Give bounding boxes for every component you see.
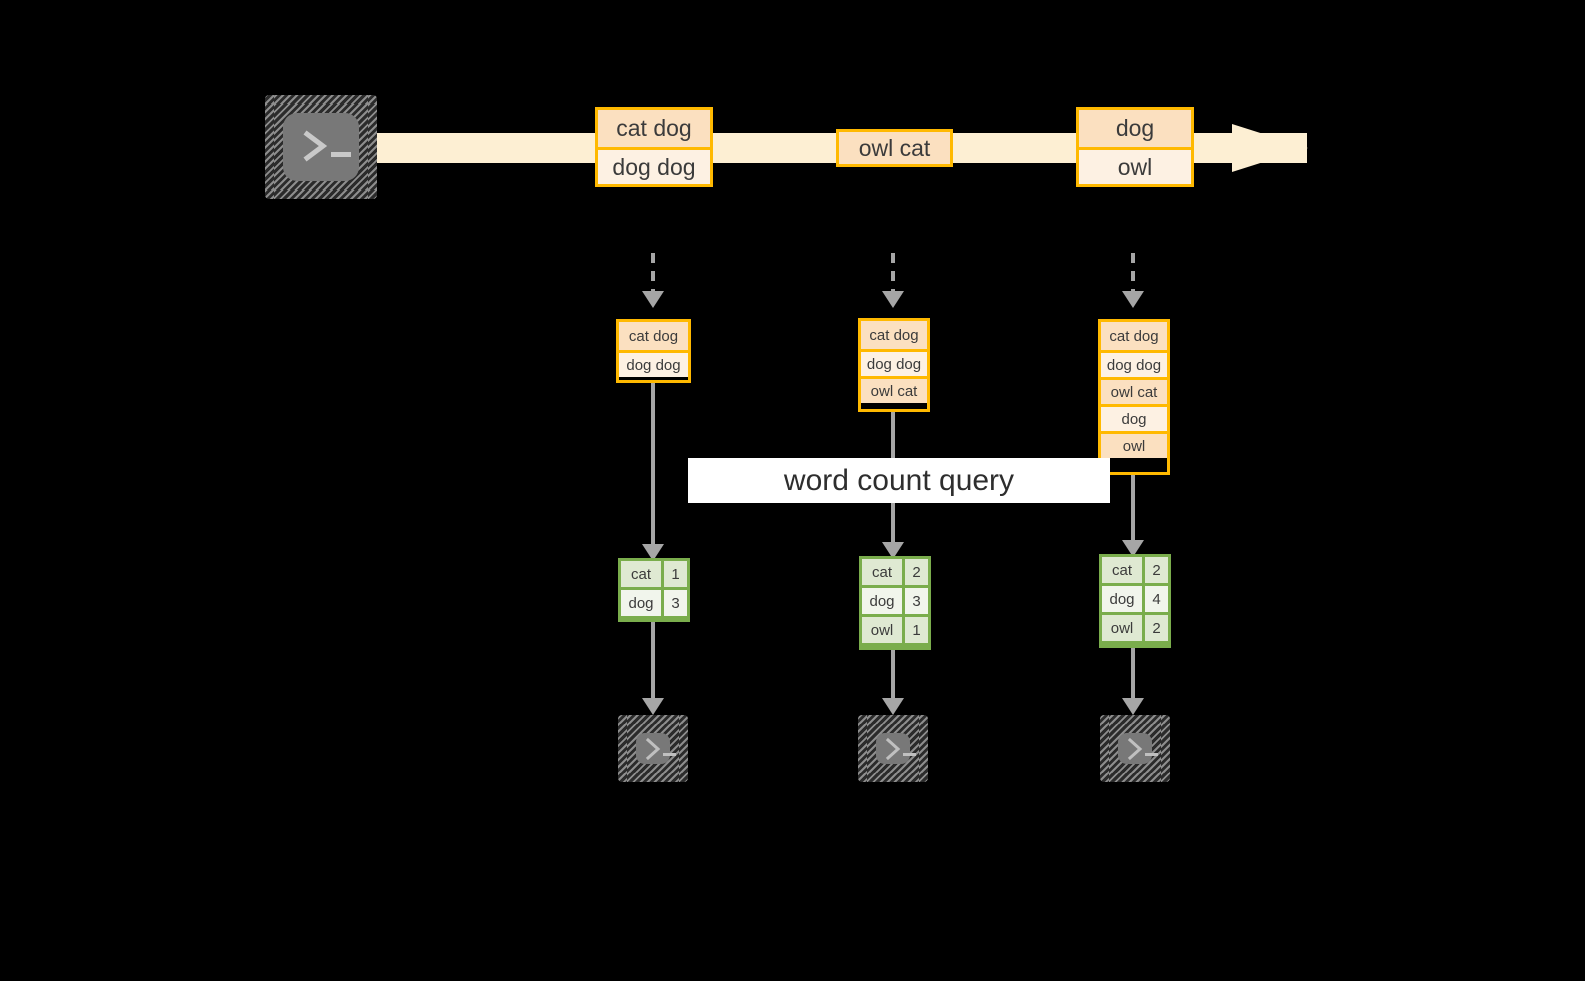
- table-row: owl 2: [1102, 615, 1168, 641]
- input-line: cat dog: [861, 321, 927, 349]
- result-word: dog: [862, 588, 902, 614]
- result-word: cat: [862, 559, 902, 585]
- record-line: dog: [1079, 110, 1191, 147]
- snapshot-1-tap-arrowhead: [642, 291, 664, 308]
- result-word: owl: [1102, 615, 1142, 641]
- result-count: 4: [1145, 586, 1168, 612]
- input-line: owl cat: [1101, 377, 1167, 404]
- result-count: 2: [1145, 615, 1168, 641]
- result-count: 1: [905, 617, 928, 643]
- query-label: word count query: [688, 458, 1110, 503]
- result-count: 2: [905, 559, 928, 585]
- snapshot-2-query-arrowhead: [882, 542, 904, 559]
- terminal-prompt-glyph: [644, 736, 684, 762]
- result-word: cat: [621, 561, 661, 587]
- snapshot-1-tap-line: [651, 253, 655, 291]
- input-line: dog: [1101, 404, 1167, 431]
- snapshot-2-input-table: cat dog dog dog owl cat: [858, 318, 930, 412]
- result-word: dog: [621, 590, 661, 616]
- input-line: dog dog: [861, 349, 927, 376]
- snapshot-2-sink-line: [891, 650, 895, 706]
- snapshot-2-tap-line: [891, 253, 895, 291]
- table-row: owl 1: [862, 617, 928, 643]
- snapshot-2-sink-arrowhead: [882, 698, 904, 715]
- record-line: owl cat: [839, 132, 950, 164]
- source-terminal-icon: [265, 95, 377, 199]
- stream-record-2: owl cat: [836, 129, 953, 167]
- snapshot-3-tap-line: [1131, 253, 1135, 291]
- snapshot-1-sink-arrowhead: [642, 698, 664, 715]
- result-word: owl: [862, 617, 902, 643]
- snapshot-2-result-table: cat 2 dog 3 owl 1: [859, 556, 931, 650]
- snapshot-3-sink-arrowhead: [1122, 698, 1144, 715]
- input-line: dog dog: [1101, 350, 1167, 377]
- table-row: dog 4: [1102, 586, 1168, 612]
- snapshot-3-tap-arrowhead: [1122, 291, 1144, 308]
- snapshot-3-input-table: cat dog dog dog owl cat dog owl: [1098, 319, 1170, 475]
- snapshot-1-sink-terminal-icon: [618, 715, 688, 782]
- stream-record-3: dog owl: [1076, 107, 1194, 187]
- result-count: 3: [664, 590, 687, 616]
- snapshot-1-input-table: cat dog dog dog: [616, 319, 691, 383]
- snapshot-3-sink-terminal-icon: [1100, 715, 1170, 782]
- table-row: cat 2: [862, 559, 928, 585]
- result-count: 2: [1145, 557, 1168, 583]
- snapshot-1-query-arrowhead: [642, 544, 664, 561]
- result-word: dog: [1102, 586, 1142, 612]
- input-line: owl cat: [861, 376, 927, 403]
- snapshot-3-query-arrowhead: [1122, 540, 1144, 557]
- record-line: owl: [1079, 147, 1191, 184]
- stream-record-1: cat dog dog dog: [595, 107, 713, 187]
- snapshot-2-sink-terminal-icon: [858, 715, 928, 782]
- snapshot-2-tap-arrowhead: [882, 291, 904, 308]
- snapshot-1-query-line: [651, 383, 655, 553]
- table-row: dog 3: [862, 588, 928, 614]
- result-count: 1: [664, 561, 687, 587]
- table-row: cat 1: [621, 561, 687, 587]
- input-line: cat dog: [1101, 322, 1167, 350]
- terminal-prompt-glyph: [884, 736, 924, 762]
- query-label-text: word count query: [783, 463, 1015, 497]
- snapshot-3-sink-line: [1131, 648, 1135, 706]
- record-line: dog dog: [598, 147, 710, 184]
- result-word: cat: [1102, 557, 1142, 583]
- table-row: cat 2: [1102, 557, 1168, 583]
- snapshot-3-result-table: cat 2 dog 4 owl 2: [1099, 554, 1171, 648]
- table-row: dog 3: [621, 590, 687, 616]
- record-line: cat dog: [598, 110, 710, 147]
- stream-arrowhead: [1232, 124, 1308, 172]
- input-line: dog dog: [619, 350, 688, 377]
- snapshot-3-query-line: [1131, 475, 1135, 552]
- input-line: cat dog: [619, 322, 688, 350]
- snapshot-1-sink-line: [651, 622, 655, 706]
- terminal-prompt-glyph: [301, 128, 359, 166]
- result-count: 3: [905, 588, 928, 614]
- terminal-prompt-glyph: [1126, 736, 1166, 762]
- snapshot-1-result-table: cat 1 dog 3: [618, 558, 690, 622]
- input-line: owl: [1101, 431, 1167, 458]
